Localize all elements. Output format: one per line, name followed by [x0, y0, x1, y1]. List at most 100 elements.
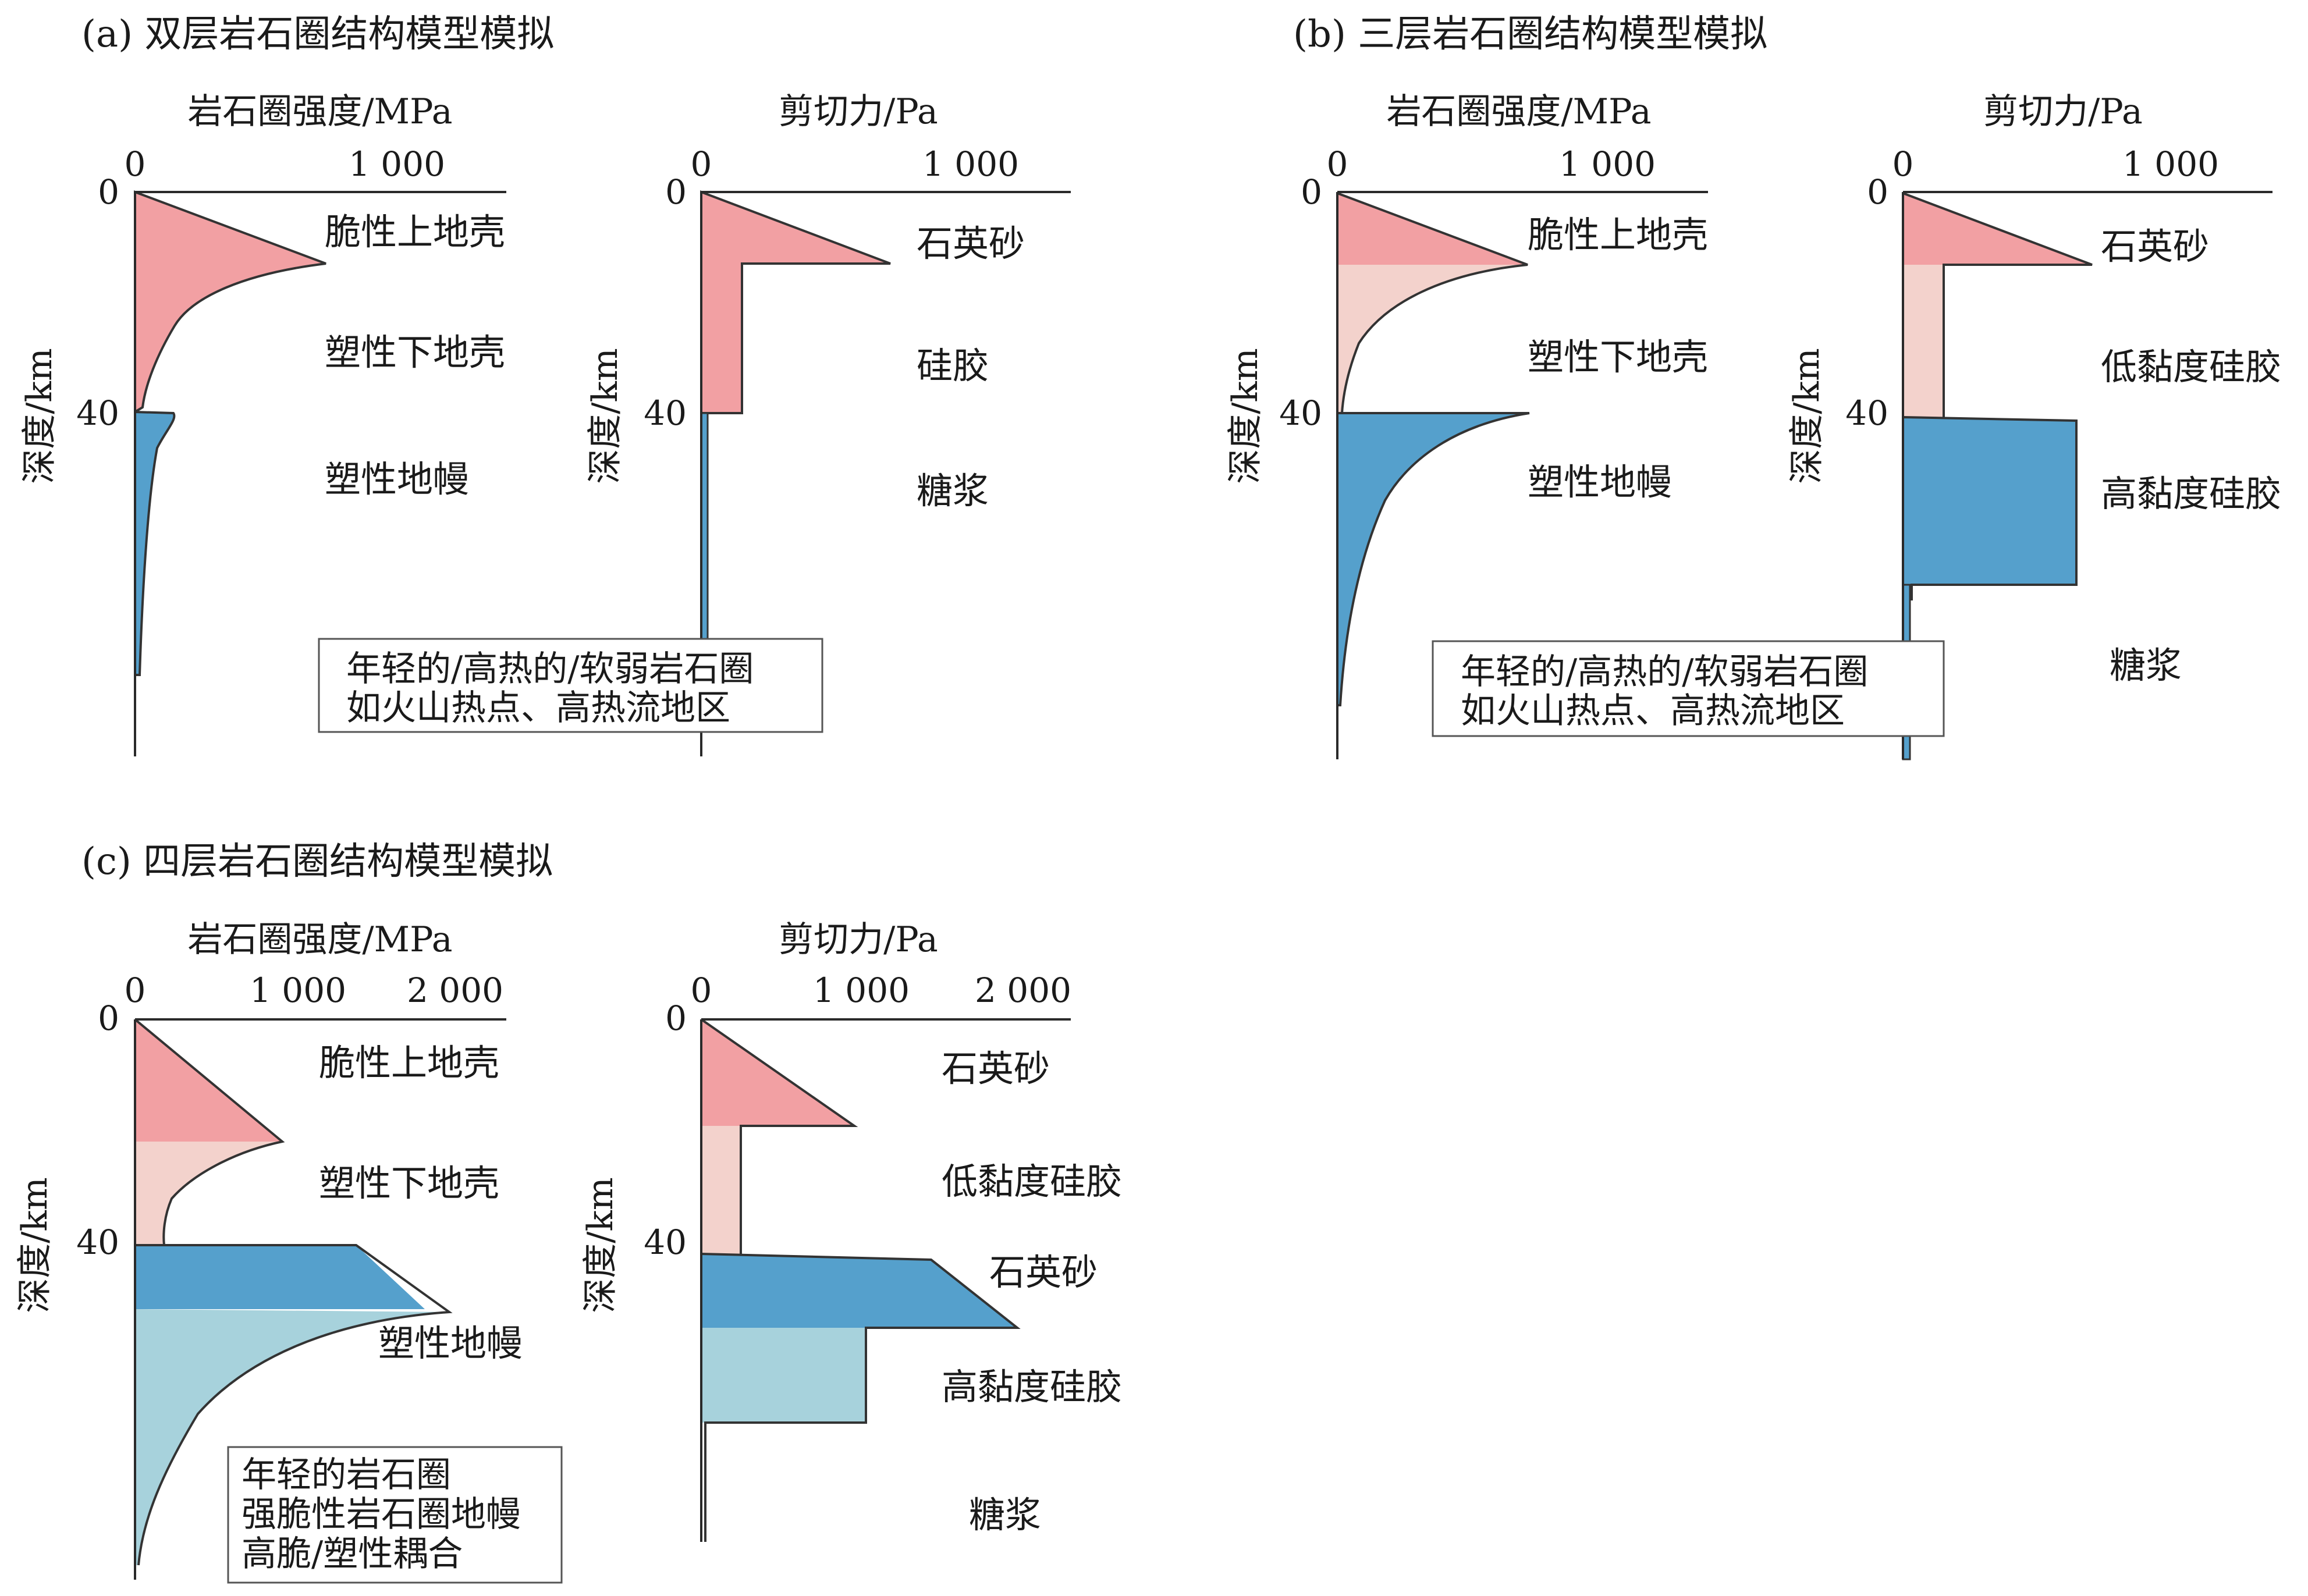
panel-b-shear-depth-axis-title: 深度/km	[1787, 348, 1827, 484]
panel-c-shear-mantle-outline	[701, 1253, 1021, 1542]
panel-b-label-ductile-lower-crust: 塑性下地壳	[1528, 336, 1708, 378]
panel-c-note-line-3: 高脆/塑性耦合	[242, 1534, 463, 1574]
panel-c-label-quartz-sand-top: 石英砂	[942, 1047, 1050, 1090]
panel-b-label-high-viscosity-silicone: 高黏度硅胶	[2101, 472, 2281, 515]
panel-b-ductile-lower-crust-area	[1337, 265, 1528, 413]
panel-c-mantle-area	[135, 1245, 425, 1309]
panel-a-shear-depth-tick-40: 40	[644, 393, 687, 433]
panel-a-shear-plot: 剪切力/Pa 0 1 000 0 40 深度/km 石英砂 硅胶 糖浆	[585, 91, 1071, 756]
panel-a-shear-tick-1000: 1 000	[922, 144, 1019, 184]
panel-c: (c) 四层岩石圈结构模型模拟 岩石圈强度/MPa 0 1 000 2 000 …	[15, 840, 1122, 1584]
panel-c-label-quartz-sand-middle: 石英砂	[989, 1251, 1098, 1293]
panel-a-shear-axis-title: 剪切力/Pa	[779, 91, 938, 132]
panel-b-strength-tick-1000: 1 000	[1559, 144, 1656, 184]
panel-c-label-syrup: 糖浆	[969, 1494, 1041, 1536]
panel-c-label-ductile-lower-crust: 塑性下地壳	[319, 1162, 499, 1204]
panel-b-label-ductile-mantle: 塑性地幔	[1528, 461, 1672, 503]
panel-c-strength-tick-1000: 1 000	[250, 971, 346, 1010]
panel-c-lower-mantle-area	[135, 1309, 449, 1565]
panel-a-label-silicone: 硅胶	[917, 344, 989, 387]
panel-a-note-line-2: 如火山热点、高热流地区	[346, 688, 730, 728]
panel-b-strength-axis-title: 岩石圈强度/MPa	[1386, 91, 1651, 132]
panel-a-depth-tick-40: 40	[76, 393, 119, 433]
panel-c-depth-axis-title-left: 深度/km	[15, 1177, 55, 1313]
panel-c-shear-axis-title: 剪切力/Pa	[779, 919, 938, 960]
panel-c-strength-tick-2000: 2 000	[407, 971, 503, 1010]
panel-b-shear-tick-1000: 1 000	[2122, 144, 2219, 184]
panel-b-note-line-1: 年轻的/高热的/软弱岩石圈	[1461, 652, 1868, 692]
panel-c-note-line-1: 年轻的岩石圈	[242, 1455, 451, 1495]
panel-a-label-ductile-lower-crust: 塑性下地壳	[325, 331, 505, 374]
panel-b-high-viscosity-silicone-area	[1902, 415, 2078, 600]
panel-a-title: (a) 双层岩石圈结构模型模拟	[81, 13, 554, 56]
panel-a-label-syrup: 糖浆	[917, 470, 989, 512]
panel-c-shear-tick-0: 0	[691, 971, 712, 1010]
panel-c-shear-depth-tick-0: 0	[665, 998, 687, 1038]
panel-c-label-ductile-mantle: 塑性地幔	[378, 1322, 523, 1364]
panel-c-shear-depth-axis-title: 深度/km	[580, 1177, 621, 1313]
panel-c-shear-tick-2000: 2 000	[975, 971, 1071, 1010]
panel-a-label-ductile-mantle: 塑性地幔	[325, 458, 469, 500]
panel-c-shear-plot: 剪切力/Pa 0 1 000 2 000 0 40 深度/km 石英砂 低黏度硅…	[580, 919, 1122, 1542]
panel-a-mantle-area	[134, 410, 176, 676]
panel-b-depth-tick-40: 40	[1279, 393, 1322, 433]
panel-c-mantle-outline	[135, 1244, 453, 1566]
panel-c-strength-plot: 岩石圈强度/MPa 0 1 000 2 000 0 40 深度/km 脆性上地壳…	[15, 919, 523, 1580]
panel-b-shear-depth-tick-0: 0	[1867, 172, 1888, 212]
panel-b-label-syrup: 糖浆	[2110, 644, 2182, 687]
panel-b-label-brittle-upper-crust: 脆性上地壳	[1528, 214, 1708, 256]
panel-b-mantle-area	[1336, 412, 1530, 706]
panel-c-shear-depth-tick-40: 40	[644, 1222, 687, 1262]
panel-a-depth-axis-title-left: 深度/km	[19, 348, 60, 484]
panel-c-note-box: 年轻的岩石圈 强脆性岩石圈地幔 高脆/塑性耦合	[227, 1446, 563, 1584]
panel-b-shear-depth-tick-40: 40	[1845, 393, 1888, 433]
panel-a-shear-depth-tick-0: 0	[665, 172, 687, 212]
panel-b-title: (b) 三层岩石圈结构模型模拟	[1293, 13, 1767, 56]
panel-b-strength-tick-0: 0	[1327, 144, 1348, 184]
panel-b-depth-axis-title-left: 深度/km	[1225, 348, 1266, 484]
panel-c-quartz-sand-middle-area	[701, 1254, 1017, 1328]
panel-b-depth-tick-0: 0	[1301, 172, 1322, 212]
panel-a-strength-axis-title: 岩石圈强度/MPa	[187, 91, 452, 132]
panel-b-shear-axis-title: 剪切力/Pa	[1983, 91, 2143, 132]
panel-a: (a) 双层岩石圈结构模型模拟 岩石圈强度/MPa 0 1 000 0 40 深…	[19, 13, 1071, 756]
panel-b-strength-crust-outline	[1337, 192, 1528, 414]
panel-a-note-box: 年轻的/高热的/软弱岩石圈 如火山热点、高热流地区	[318, 638, 823, 733]
panel-b-note-box: 年轻的/高热的/软弱岩石圈 如火山热点、高热流地区	[1432, 640, 1945, 737]
panel-b-label-quartz-sand: 石英砂	[2101, 225, 2209, 268]
panel-a-strength-plot: 岩石圈强度/MPa 0 1 000 0 40 深度/km 脆性上地壳 塑性下地壳…	[19, 91, 506, 756]
panel-c-depth-tick-0: 0	[98, 998, 119, 1038]
panel-a-label-quartz-sand: 石英砂	[917, 222, 1025, 265]
panel-a-strength-tick-0: 0	[125, 144, 146, 184]
panel-c-low-viscosity-silicone-area	[701, 1126, 741, 1254]
panel-c-note-line-2: 强脆性岩石圈地幔	[242, 1494, 521, 1535]
panel-c-shear-crust-outline	[700, 1018, 858, 1254]
panel-c-shear-tick-1000: 1 000	[813, 971, 910, 1010]
panel-a-note-line-1: 年轻的/高热的/软弱岩石圈	[346, 649, 754, 689]
panel-a-shear-tick-0: 0	[691, 144, 712, 184]
panel-a-sand-silicone-area	[700, 190, 891, 414]
panel-c-depth-tick-40: 40	[76, 1222, 119, 1262]
panel-c-strength-crust-outline	[134, 1018, 285, 1246]
panel-a-shear-depth-axis-title: 深度/km	[585, 348, 626, 484]
panel-b-note-line-2: 如火山热点、高热流地区	[1461, 691, 1845, 731]
panel-c-label-low-viscosity-silicone: 低黏度硅胶	[942, 1160, 1122, 1203]
panel-b-shear-plot: 剪切力/Pa 0 1 000 0 40 深度/km 石英砂 低黏度硅胶 高黏度硅…	[1787, 91, 2281, 760]
panel-a-strength-tick-1000: 1 000	[349, 144, 445, 184]
panel-c-high-viscosity-silicone-area	[701, 1328, 866, 1423]
panel-b-strength-plot: 岩石圈强度/MPa 0 1 000 0 40 深度/km 脆性上地壳 塑性下地壳…	[1225, 91, 1708, 759]
panel-c-label-high-viscosity-silicone: 高黏度硅胶	[942, 1366, 1122, 1408]
panel-c-label-brittle-upper-crust: 脆性上地壳	[319, 1042, 499, 1084]
panel-b-shear-crust-outline	[1902, 192, 2093, 417]
panel-b-shear-tick-0: 0	[1892, 144, 1914, 184]
panel-a-brittle-crust-area	[134, 190, 326, 414]
panel-b-label-low-viscosity-silicone: 低黏度硅胶	[2101, 346, 2281, 388]
panel-b-low-viscosity-silicone-area	[1903, 265, 1944, 417]
panel-c-strength-tick-0: 0	[125, 971, 146, 1010]
panel-a-label-brittle-upper-crust: 脆性上地壳	[325, 211, 505, 253]
panel-c-ductile-lower-crust-area	[135, 1142, 282, 1245]
panel-a-depth-tick-0: 0	[98, 172, 119, 212]
panel-c-strength-axis-title: 岩石圈强度/MPa	[187, 919, 452, 960]
panel-b: (b) 三层岩石圈结构模型模拟 岩石圈强度/MPa 0 1 000 0 40 深…	[1225, 13, 2281, 760]
